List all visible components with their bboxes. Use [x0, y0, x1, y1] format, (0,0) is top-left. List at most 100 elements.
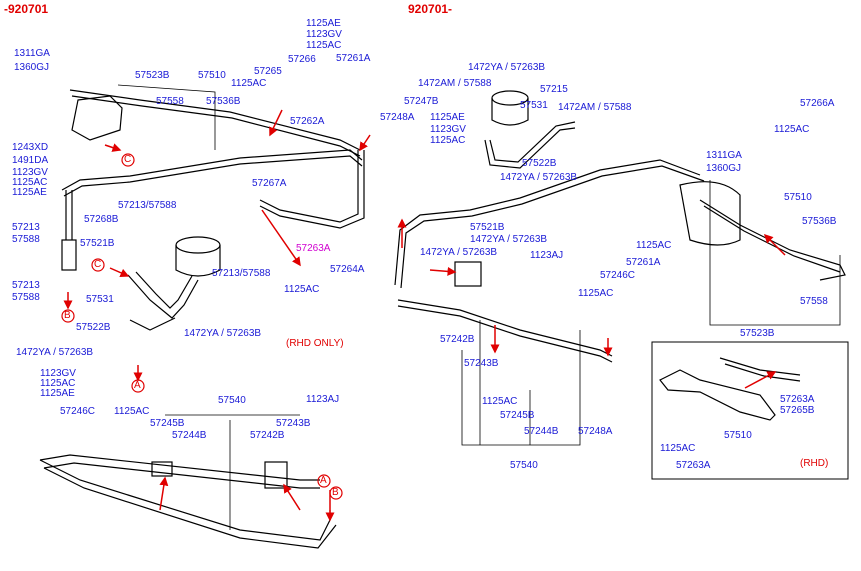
part-label: 1125AC	[231, 78, 267, 89]
range-right-header: 920701-	[408, 2, 453, 16]
part-label: 1125AC	[774, 124, 810, 135]
part-label: 1125AC	[114, 406, 150, 417]
part-label: 1125AE	[306, 18, 341, 29]
part-label: 57266A	[800, 98, 835, 109]
pump-body-right	[679, 181, 741, 246]
part-label: 1360GJ	[14, 62, 50, 73]
ref-a-2: A	[320, 475, 327, 486]
part-label: 57522B	[522, 158, 557, 169]
part-label: 1472YA / 57263B	[500, 172, 578, 183]
ref-circles	[61, 153, 343, 500]
part-label: 57523B	[135, 70, 170, 81]
part-label: 57588	[12, 292, 40, 303]
part-label: 57213/57588	[118, 200, 177, 211]
part-label: 57245B	[500, 410, 535, 421]
ref-a-1: A	[134, 380, 141, 391]
part-label: 1311GA	[14, 48, 50, 59]
part-label: 57540	[510, 460, 538, 471]
part-label: 57213	[12, 222, 40, 233]
bracket-57242b-right	[454, 261, 482, 287]
ref-b-2: B	[332, 487, 339, 498]
part-label: 57531	[520, 100, 548, 111]
part-label: 1125AC	[306, 40, 342, 51]
part-label: 57265	[254, 66, 282, 77]
part-label: 57246C	[600, 270, 636, 281]
part-label: 1123GV	[40, 368, 76, 379]
part-label: 57531	[86, 294, 114, 305]
hose-upper-1	[69, 89, 361, 151]
part-label: 1125AC	[284, 284, 320, 295]
part-label: 1125AC	[430, 135, 466, 146]
hose-segment-57521b	[61, 239, 77, 271]
part-label: 1123AJ	[530, 250, 564, 261]
ref-c-2: C	[94, 259, 102, 270]
part-label: 1125AE	[430, 112, 465, 123]
part-label: 1472YA / 57263B	[468, 62, 546, 73]
part-label: 57264A	[330, 264, 365, 275]
part-label: 1243XD	[12, 142, 49, 153]
ref-c-1: C	[124, 154, 132, 165]
part-label: 1472YA / 57263B	[184, 328, 262, 339]
part-label: 57540	[218, 395, 246, 406]
part-label: 57263A	[780, 394, 815, 405]
part-label: 57261A	[626, 257, 661, 268]
part-label: 57522B	[76, 322, 111, 333]
part-label: 1125AC	[40, 378, 76, 389]
part-label: 1125AC	[12, 177, 48, 188]
part-label: 57268B	[84, 214, 119, 225]
part-label: 1472YA / 57263B	[420, 247, 498, 258]
part-label: 1123GV	[306, 29, 342, 40]
part-label: 57245B	[150, 418, 185, 429]
part-label: 57588	[12, 234, 40, 245]
part-label: 1125AE	[40, 388, 75, 399]
part-label: 57510	[724, 430, 752, 441]
part-label: 57244B	[524, 426, 559, 437]
part-label: 1123GV	[12, 167, 48, 178]
part-label: 57521B	[470, 222, 505, 233]
part-label: 57558	[156, 96, 184, 107]
part-label: 1311GA	[706, 150, 742, 161]
part-label: 57213/57588	[212, 268, 271, 279]
part-label: 1125AC	[636, 240, 672, 251]
part-label: 57242B	[440, 334, 475, 345]
part-label: 57263A	[296, 243, 331, 254]
rhd-inset-frame	[651, 341, 849, 480]
pump-body-left	[71, 95, 123, 141]
part-label: 57265B	[780, 405, 815, 416]
part-label: 57536B	[206, 96, 241, 107]
part-label: 1123AJ	[306, 394, 340, 405]
part-label: 57262A	[290, 116, 325, 127]
part-label: 57536B	[802, 216, 837, 227]
part-label: 57215	[540, 84, 568, 95]
part-label: 57246C	[60, 406, 96, 417]
part-label: 57243B	[464, 358, 499, 369]
range-left-header: -920701	[4, 2, 49, 16]
part-label: 57263A	[676, 460, 711, 471]
part-label: 57510	[784, 192, 812, 203]
part-label: 57248A	[578, 426, 613, 437]
part-label: 1472AM / 57588	[418, 78, 492, 89]
part-label: 1472YA / 57263B	[16, 347, 94, 358]
ref-b-1: B	[64, 310, 71, 321]
part-label: 57247B	[404, 96, 439, 107]
part-label: 1125AE	[12, 187, 47, 198]
part-label: 57248A	[380, 112, 415, 123]
part-label: 1472YA / 57263B	[470, 234, 548, 245]
part-label: 57242B	[250, 430, 285, 441]
part-label: 57558	[800, 296, 828, 307]
part-label: 57213	[12, 280, 40, 291]
part-label: 1360GJ	[706, 163, 742, 174]
part-label: 57521B	[80, 238, 115, 249]
part-label: 57267A	[252, 178, 287, 189]
part-label: 1125AC	[660, 443, 696, 454]
part-label: 1125AC	[482, 396, 518, 407]
part-label: 57261A	[336, 53, 371, 64]
part-label: 57243B	[276, 418, 311, 429]
clamp-57242b	[264, 461, 288, 489]
part-label: 1472AM / 57588	[558, 102, 632, 113]
part-label: 1491DA	[12, 155, 49, 166]
rhd-only-note: (RHD ONLY)	[286, 338, 344, 349]
part-label: 57523B	[740, 328, 775, 339]
